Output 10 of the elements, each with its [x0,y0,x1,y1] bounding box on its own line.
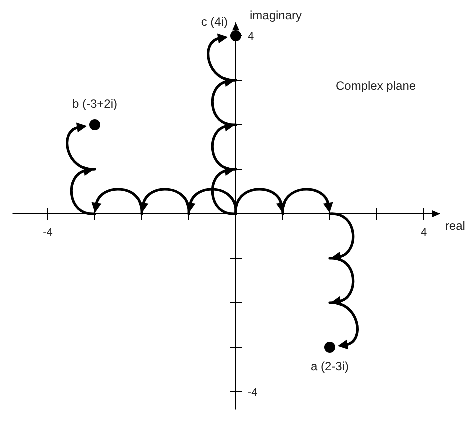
point-label: a (2-3i) [311,360,349,374]
tick-label: -4 [43,227,53,239]
tick-label: 4 [420,227,428,239]
point-label: b (-3+2i) [72,97,118,111]
axis-label: real [445,219,466,233]
chart-title: Complex plane [336,79,416,93]
axis-label: imaginary [250,8,302,23]
tick-label: -4 [248,387,258,399]
point-label: c (4i) [201,15,228,29]
tick-label: 4 [248,31,254,43]
